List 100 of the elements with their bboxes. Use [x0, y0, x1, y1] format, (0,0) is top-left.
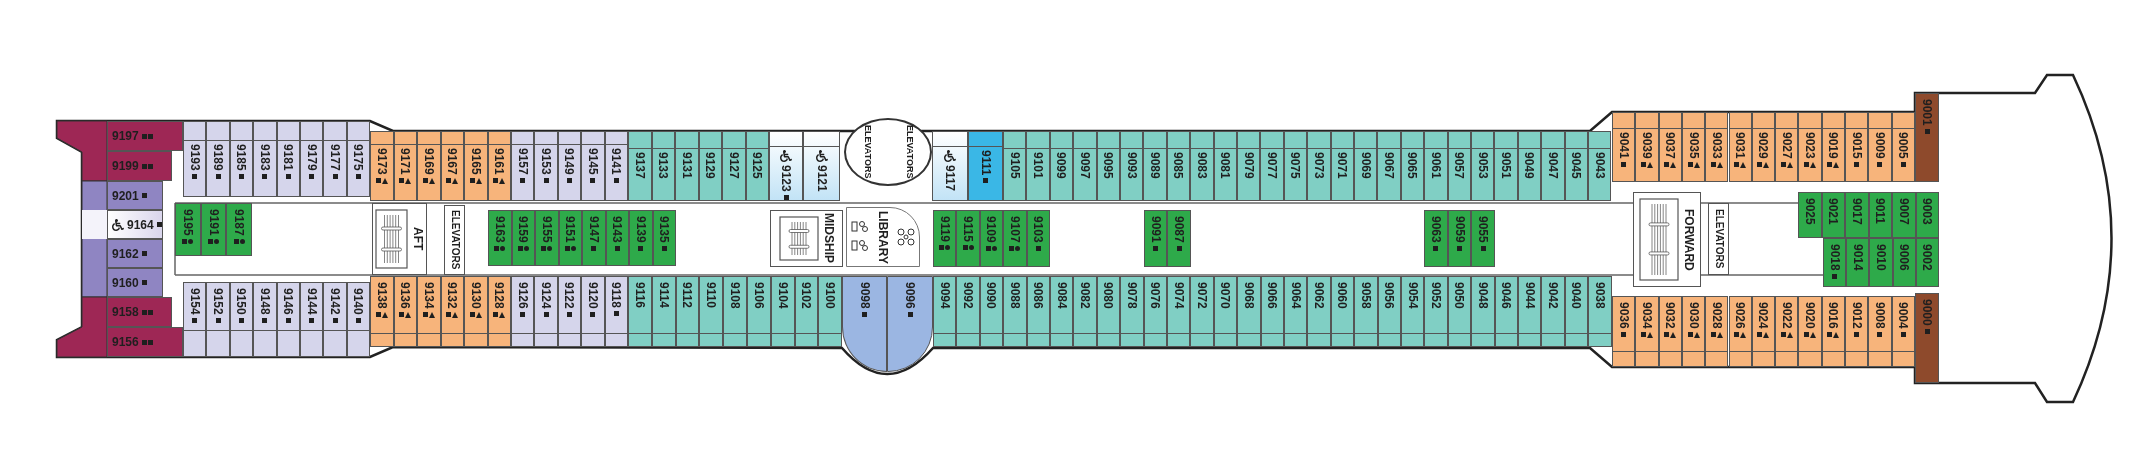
- cabin-box: [1213, 276, 1238, 347]
- cabin-number: 9133: [657, 152, 670, 179]
- cabin-box: [1471, 210, 1496, 267]
- cabin-number: 9139: [634, 216, 647, 243]
- elevator-label: ELEVATORS: [862, 125, 872, 179]
- cabin-box: [276, 282, 300, 357]
- cabin-number: 9128: [493, 282, 506, 309]
- cabin-box: [1892, 238, 1916, 287]
- cabin-box: [1330, 131, 1354, 201]
- cabin-box: [1798, 296, 1822, 367]
- cabin-box: [440, 131, 464, 201]
- cabin-number: 9122: [563, 282, 576, 309]
- cabin-number: 9045: [1570, 152, 1583, 179]
- cabin-box: [769, 131, 803, 201]
- cabin-number: 9129: [704, 152, 717, 179]
- cabin-number: 9134: [422, 282, 435, 309]
- cabin-box: [675, 131, 699, 201]
- cabin-number: 9135: [658, 216, 671, 243]
- cabin-box: [699, 276, 724, 347]
- cabin-box: [818, 276, 843, 347]
- cabin-number: 9028: [1710, 302, 1723, 329]
- cabin-box: [1143, 131, 1167, 201]
- cabin-box: [722, 131, 746, 201]
- cabin-number: 9075: [1289, 152, 1302, 179]
- cabin-box: [107, 327, 183, 357]
- cabin-box: [1167, 210, 1191, 267]
- cabin-number: 9095: [1102, 152, 1115, 179]
- cabin-number: 9027: [1780, 132, 1793, 159]
- cabin-number: 9051: [1500, 152, 1513, 179]
- cabin-box: [1915, 93, 1939, 182]
- cabin-number: 9123: [780, 165, 792, 192]
- cabin-number: 9061: [1429, 152, 1442, 179]
- cabin-number: 9085: [1172, 152, 1185, 179]
- stairwell-box: [372, 203, 427, 275]
- cabin-number: 9049: [1523, 152, 1536, 179]
- cabin-box: [1751, 112, 1776, 182]
- cabin-number: 9096: [904, 282, 916, 309]
- cabin-number: 9082: [1079, 282, 1092, 309]
- cabin-number: 9070: [1219, 282, 1232, 309]
- cabin-number: 9035: [1687, 132, 1700, 159]
- cabin-number: 9026: [1734, 302, 1747, 329]
- cabin-box: [1073, 276, 1097, 347]
- stairwell-box: [770, 210, 843, 267]
- cabin-number: 9008: [1873, 302, 1886, 329]
- cabin-number: 9020: [1804, 302, 1817, 329]
- stairwell-label: AFT: [412, 227, 424, 251]
- cabin-box: [1120, 276, 1144, 347]
- cabin-number: 9063: [1429, 216, 1442, 243]
- cabin-box: [1892, 192, 1916, 238]
- cabin-number: 9117: [944, 165, 956, 192]
- cabin-box: [651, 276, 676, 347]
- cabin-box: [1728, 296, 1752, 367]
- cabin-box: [1401, 276, 1425, 347]
- cabin-box: [107, 297, 172, 327]
- cabin-number: 9137: [633, 152, 646, 179]
- cabin-box: [1190, 131, 1214, 201]
- cabin-box: [1891, 112, 1915, 182]
- cabin-number: 9103: [1032, 216, 1045, 243]
- cabin-box: [1237, 131, 1261, 201]
- cabin-box: [487, 276, 511, 347]
- cabin-box: [604, 131, 628, 201]
- cabin-box: [1612, 296, 1636, 367]
- cabin-box: [1354, 131, 1378, 201]
- cabin-number: 9006: [1898, 244, 1911, 271]
- cabin-box: [1869, 238, 1893, 287]
- cabin-number: 9067: [1383, 152, 1396, 179]
- cabin-number: 9060: [1336, 282, 1349, 309]
- cabin-number: 9053: [1476, 152, 1489, 179]
- cabin-box: [1143, 276, 1167, 347]
- cabin-box: [1798, 192, 1822, 238]
- cabin-number: 9055: [1477, 216, 1490, 243]
- cabin-box: [1588, 276, 1612, 347]
- cabin-number: 9171: [399, 148, 412, 175]
- cabin-number: 9108: [729, 282, 742, 309]
- cabin-number: 9022: [1780, 302, 1793, 329]
- cabin-number: 9181: [282, 144, 295, 171]
- cabin-number: 9018: [1828, 244, 1841, 271]
- cabin-box: [1494, 276, 1518, 347]
- cabin-box: [511, 276, 535, 347]
- cabin-box: [979, 210, 1004, 267]
- cabin-number: 9105: [1008, 152, 1021, 179]
- cabin-number: 9016: [1827, 302, 1840, 329]
- cabin-number: 9148: [258, 288, 271, 315]
- cabin-box: [1003, 210, 1027, 267]
- cabin-number: 9090: [985, 282, 998, 309]
- cabin-number: 9056: [1383, 282, 1396, 309]
- cabin-box: [1354, 276, 1378, 347]
- cabin-number: 9059: [1453, 216, 1466, 243]
- cabin-number: 9066: [1266, 282, 1279, 309]
- cabin-number: 9140: [352, 288, 365, 315]
- cabin-box: [1915, 293, 1939, 383]
- elevator-box: [444, 205, 465, 275]
- cabin-number: 9004: [1897, 302, 1910, 329]
- cabin-number: 9132: [446, 282, 459, 309]
- cabin-number: 9162: [112, 247, 139, 260]
- cabin-box: [535, 210, 559, 266]
- cabin-box: [1821, 192, 1845, 238]
- cabin-box: [1026, 210, 1050, 267]
- cabin-number: 9151: [564, 216, 577, 243]
- cabin-number: 9197: [112, 130, 139, 142]
